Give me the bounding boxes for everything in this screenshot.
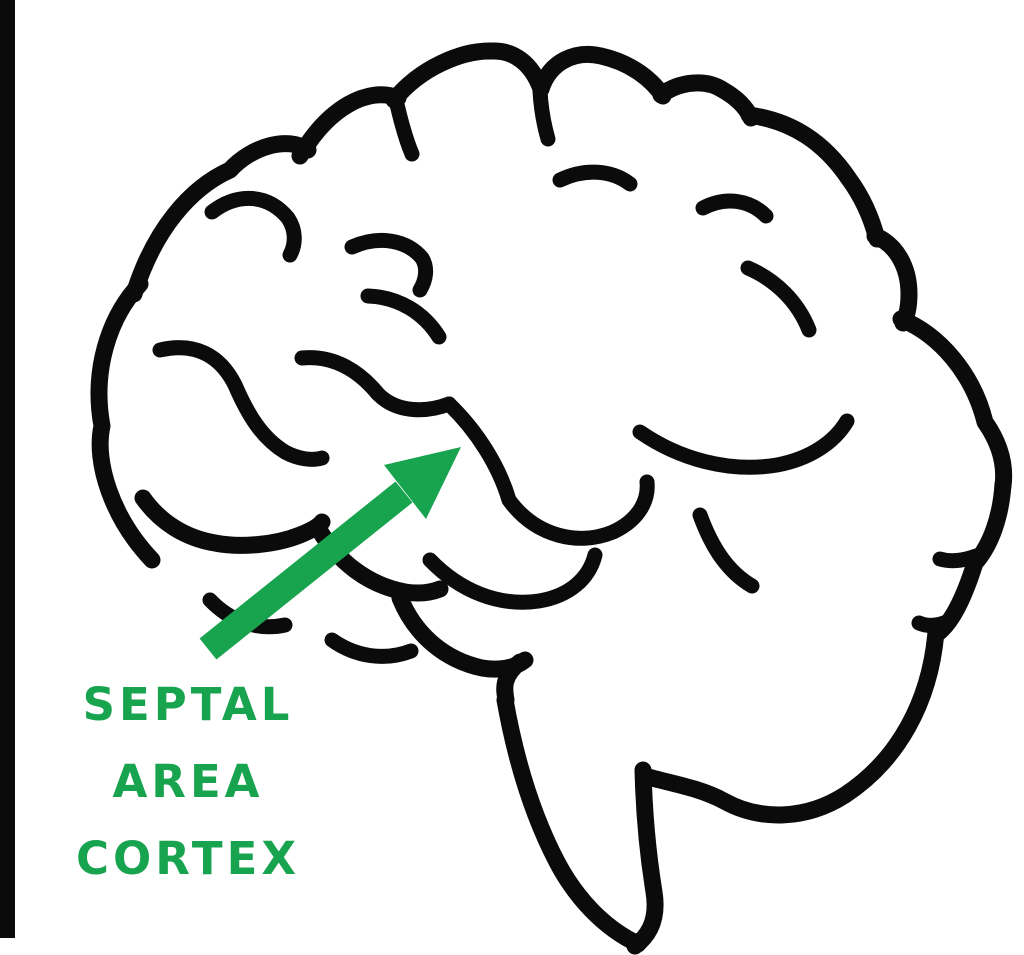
left-edge-bar [0,0,15,938]
arrow-shaft [199,481,413,660]
septal-area-label: SEPTAL AREA CORTEX [42,666,334,897]
label-line-1: SEPTAL [82,678,294,731]
label-line-2: AREA [112,755,264,808]
septal-area-arrow-icon [199,447,461,660]
label-line-3: CORTEX [75,832,301,885]
brain-gyri-lines [152,83,984,664]
arrow-head [384,447,461,519]
